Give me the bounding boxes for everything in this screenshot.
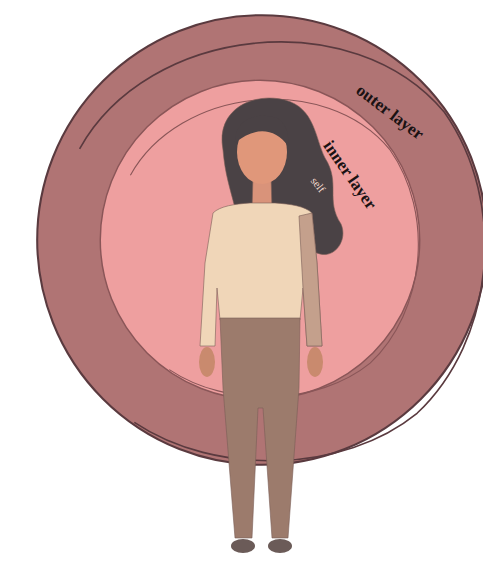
trousers: [220, 318, 300, 538]
self-figure: self: [175, 88, 355, 558]
hand: [199, 347, 215, 377]
hair-fringe: [235, 116, 288, 146]
shoe: [268, 539, 292, 553]
inner-layer-circle: inner layerself: [98, 78, 422, 402]
outer-layer-circle: outer layerinner layerself: [34, 12, 483, 468]
hand: [307, 347, 323, 377]
shoe: [231, 539, 255, 553]
self-figure-outline: [175, 88, 355, 558]
sleeve: [299, 213, 322, 346]
